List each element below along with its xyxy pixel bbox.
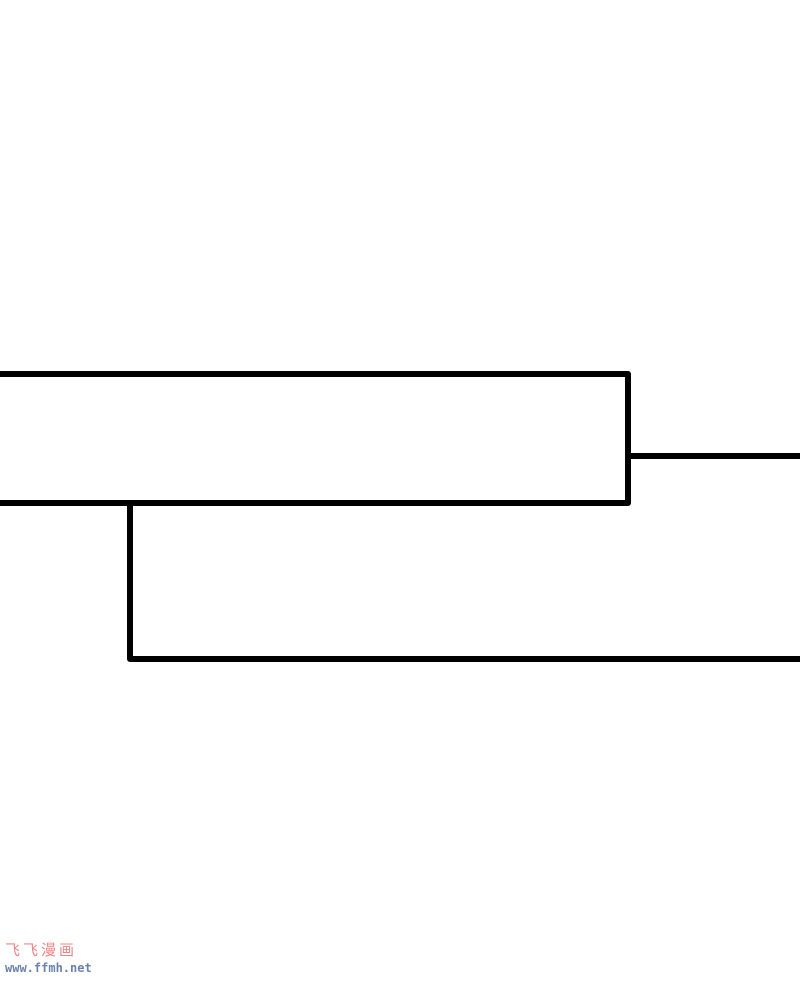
site-watermark: 飞飞漫画 www.ffmh.net [5,940,105,980]
watermark-name: 飞飞漫画 [5,941,78,959]
upper-panel-border [0,371,631,506]
watermark-url: www.ffmh.net [5,961,92,975]
lower-panel-border [127,500,800,662]
